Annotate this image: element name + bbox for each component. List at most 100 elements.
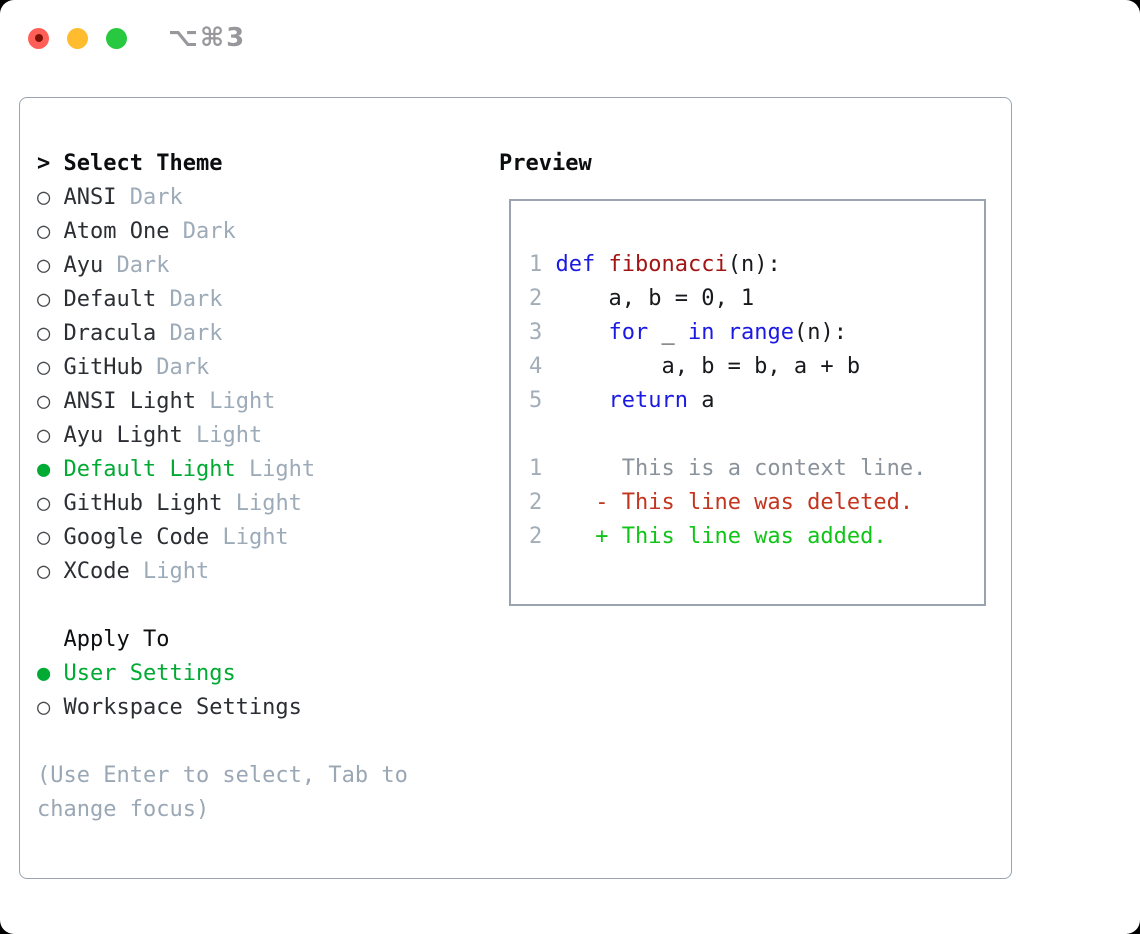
theme-name: Google Code: [63, 525, 210, 550]
theme-variant-tag: Dark: [116, 253, 170, 278]
theme-variant-tag: Dark: [156, 355, 210, 380]
spacer: [37, 589, 408, 623]
selected-radio-icon: ●: [37, 457, 51, 482]
radio-icon: ○: [37, 185, 51, 210]
line-number: 2: [529, 490, 543, 515]
theme-name: Ayu Light: [63, 423, 183, 448]
apply-option-label: User Settings: [63, 661, 236, 686]
theme-option-dracula-dark[interactable]: ○ Dracula Dark: [37, 317, 408, 351]
theme-variant-tag: Light: [195, 423, 263, 448]
theme-option-ansi-dark[interactable]: ○ ANSI Dark: [37, 181, 408, 215]
window-title: ⌥⌘3: [168, 23, 247, 53]
code-token: def: [555, 252, 596, 277]
theme-variant-tag: Dark: [182, 219, 236, 244]
select-theme-header-row: > Select Theme: [37, 147, 408, 181]
preview-panel: Preview 1 def fibonacci(n): 2 a, b = 0, 1…: [499, 147, 986, 606]
diff-line-context: 1 This is a context line.: [529, 452, 984, 486]
theme-name: Default Light: [63, 457, 236, 482]
apply-option-user-settings[interactable]: ● User Settings: [37, 657, 408, 691]
theme-name: ANSI: [63, 185, 117, 210]
code-token: range: [727, 320, 794, 345]
minimize-button[interactable]: [67, 27, 88, 49]
code-line: 4 a, b = b, a + b: [529, 350, 984, 384]
diff-line-deleted: 2 - This line was deleted.: [529, 486, 984, 520]
theme-name: ANSI Light: [63, 389, 196, 414]
selected-radio-icon: ●: [37, 661, 51, 686]
theme-option-default-light-light[interactable]: ● Default Light Light: [37, 453, 408, 487]
code-token: a, b = 0, 1: [555, 286, 755, 311]
theme-variant-tag: Light: [222, 525, 289, 550]
code-token: (n):: [727, 252, 781, 277]
code-token: a, b = b, a + b: [555, 354, 861, 379]
line-number: 1: [529, 456, 543, 481]
line-number: 3: [529, 320, 543, 345]
theme-option-default-dark[interactable]: ○ Default Dark: [37, 283, 408, 317]
diff-marker: -: [595, 490, 609, 515]
theme-variant-tag: Dark: [169, 287, 223, 312]
radio-icon: ○: [37, 253, 51, 278]
code-line: 5 return a: [529, 384, 984, 418]
diff-text: This line was deleted.: [621, 490, 914, 515]
theme-option-ansi-light-light[interactable]: ○ ANSI Light Light: [37, 385, 408, 419]
theme-option-atom-one-dark[interactable]: ○ Atom One Dark: [37, 215, 408, 249]
theme-name: GitHub Light: [63, 491, 223, 516]
prompt-caret: >: [37, 151, 51, 176]
theme-option-github-dark[interactable]: ○ GitHub Dark: [37, 351, 408, 385]
preview-label: Preview: [499, 151, 592, 176]
diff-marker: [595, 456, 608, 481]
theme-dialog: > Select Theme○ ANSI Dark○ Atom One Dark…: [19, 97, 1012, 879]
theme-name: Default: [63, 287, 157, 312]
theme-option-xcode-light[interactable]: ○ XCode Light: [37, 555, 408, 589]
theme-option-github-light-light[interactable]: ○ GitHub Light Light: [37, 487, 408, 521]
titlebar: ⌥⌘3: [0, 0, 1140, 76]
zoom-button[interactable]: [106, 27, 127, 49]
line-number: 1: [529, 252, 543, 277]
code-token: [556, 320, 609, 345]
radio-icon: ○: [37, 525, 51, 550]
apply-option-workspace-settings[interactable]: ○ Workspace Settings: [37, 691, 408, 725]
diff-text: This is a context line.: [621, 456, 927, 481]
theme-variant-tag: Light: [142, 559, 210, 584]
code-token: return: [608, 388, 688, 413]
code-token: [595, 252, 608, 277]
theme-option-ayu-light-light[interactable]: ○ Ayu Light Light: [37, 419, 408, 453]
radio-icon: ○: [37, 695, 51, 720]
code-token: in: [687, 320, 715, 345]
diff-text: This line was added.: [621, 524, 887, 549]
line-number: 4: [529, 354, 543, 379]
theme-variant-tag: Dark: [169, 321, 223, 346]
spacer: [37, 725, 408, 759]
theme-name: Dracula: [63, 321, 157, 346]
line-number: 2: [529, 286, 543, 311]
theme-option-ayu-dark[interactable]: ○ Ayu Dark: [37, 249, 408, 283]
code-token: a: [687, 388, 715, 413]
hint-text-line: change focus): [37, 797, 210, 822]
code-line: 1 def fibonacci(n):: [529, 248, 984, 282]
theme-variant-tag: Light: [209, 389, 276, 414]
code-token: [556, 388, 609, 413]
apply-option-label: Workspace Settings: [63, 695, 302, 720]
traffic-lights: [28, 27, 127, 49]
radio-icon: ○: [37, 287, 51, 312]
hint-text-line: (Use Enter to select, Tab to: [37, 763, 408, 788]
theme-name: Ayu: [63, 253, 104, 278]
radio-icon: ○: [37, 491, 51, 516]
theme-variant-tag: Dark: [129, 185, 183, 210]
radio-icon: ○: [37, 219, 51, 244]
close-button[interactable]: [28, 27, 49, 49]
theme-picker-panel: > Select Theme○ ANSI Dark○ Atom One Dark…: [37, 147, 408, 827]
code-token: for: [608, 320, 649, 345]
radio-icon: ○: [37, 423, 51, 448]
radio-icon: ○: [37, 355, 51, 380]
theme-variant-tag: Light: [248, 457, 316, 482]
line-number: 5: [529, 388, 543, 413]
radio-icon: ○: [37, 389, 51, 414]
code-token: (n):: [793, 320, 847, 345]
apply-to-header-row: Apply To: [37, 623, 408, 657]
diff-line-added: 2 + This line was added.: [529, 520, 984, 554]
theme-option-google-code-light[interactable]: ○ Google Code Light: [37, 521, 408, 555]
code-token: _: [648, 320, 688, 345]
theme-name: XCode: [63, 559, 130, 584]
